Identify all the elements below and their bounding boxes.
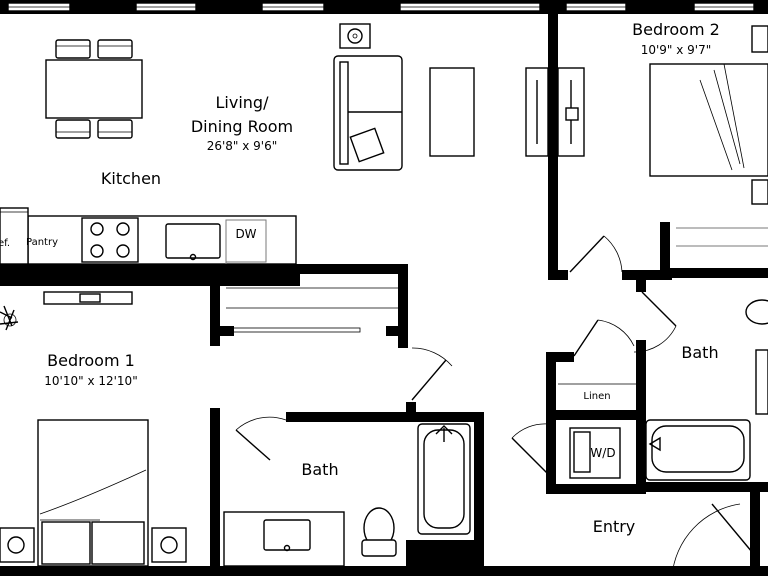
bedroom-1-dimensions: 10'10" x 12'10" bbox=[44, 374, 137, 388]
bed-bedroom-1 bbox=[0, 419, 187, 567]
washer-dryer-label: W/D bbox=[590, 446, 615, 460]
living-room-label-line1: Living/ bbox=[216, 93, 270, 112]
bath-2-label: Bath bbox=[681, 343, 718, 362]
bedroom-1-dresser bbox=[43, 291, 133, 305]
linen-label: Linen bbox=[583, 391, 610, 402]
kitchen-counter bbox=[0, 207, 297, 265]
pantry-label: Pantry bbox=[26, 237, 58, 248]
closet bbox=[226, 287, 398, 333]
top-exterior-wall bbox=[0, 0, 768, 14]
dishwasher-label: DW bbox=[235, 227, 256, 241]
plant-icon bbox=[0, 305, 19, 331]
kitchen-label: Kitchen bbox=[101, 169, 161, 188]
sofa bbox=[333, 23, 403, 171]
tv-cabinet bbox=[525, 67, 585, 157]
living-room-dimensions: 26'8" x 9'6" bbox=[207, 139, 278, 153]
entry-label: Entry bbox=[593, 517, 636, 536]
coffee-table bbox=[429, 67, 475, 157]
bedroom-2-dimensions: 10'9" x 9'7" bbox=[641, 43, 712, 57]
bath-1-fixtures bbox=[223, 423, 471, 567]
bed-bedroom-2 bbox=[649, 25, 768, 247]
living-room-label-line2: Dining Room bbox=[191, 117, 293, 136]
bedroom-2-label: Bedroom 2 bbox=[632, 20, 720, 39]
bath-1-label: Bath bbox=[301, 460, 338, 479]
dining-table bbox=[45, 39, 143, 139]
bath-2-fixtures bbox=[645, 299, 768, 481]
fridge-label: ef. bbox=[0, 238, 10, 249]
washer-dryer bbox=[569, 427, 621, 479]
doors bbox=[235, 235, 753, 576]
bedroom-1-label: Bedroom 1 bbox=[47, 351, 135, 370]
